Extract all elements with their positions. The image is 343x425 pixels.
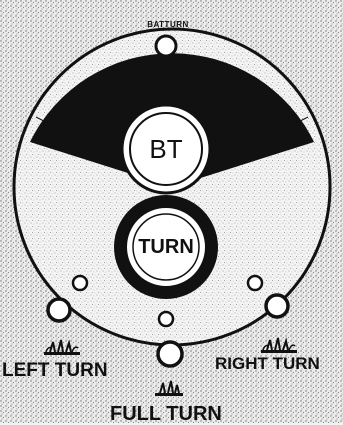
small-dot-left [71, 274, 89, 292]
top-label: BATTURN [147, 20, 189, 29]
turn-circle-inner [132, 213, 200, 281]
left-turn-knob [46, 297, 72, 323]
grass-tuft-icon [261, 337, 297, 353]
small-dot-right [246, 274, 264, 292]
right-turn-knob [264, 293, 290, 319]
top-knob [154, 34, 178, 58]
grass-tuft-icon [44, 339, 80, 355]
bt-label: BT [149, 134, 183, 164]
grass-tuft-icon [155, 380, 183, 396]
full-turn-label: FULL TURN [110, 403, 222, 425]
small-dot-bottom [157, 310, 175, 328]
full-turn-knob [156, 340, 184, 368]
left-turn-label: LEFT TURN [2, 360, 108, 381]
turn-label: TURN [138, 236, 194, 258]
right-turn-label: RIGHT TURN [215, 354, 320, 373]
bt-circle-inner [129, 112, 203, 186]
